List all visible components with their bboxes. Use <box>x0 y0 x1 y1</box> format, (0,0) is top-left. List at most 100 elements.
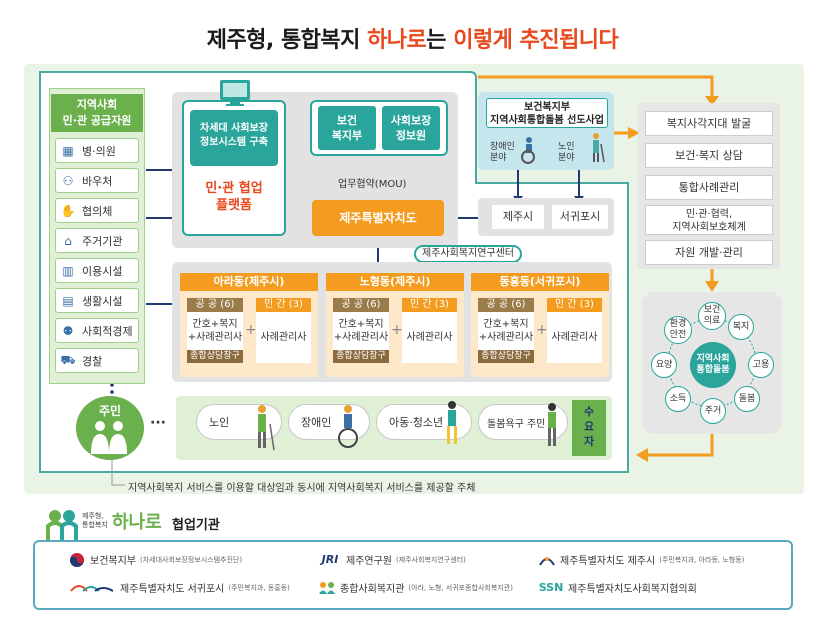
residents-ellipsis: ··· <box>150 415 166 431</box>
resident-person-icon <box>548 403 556 446</box>
police-car-icon: ⛟ <box>60 352 76 367</box>
welfare-center-logo-icon <box>318 581 336 595</box>
dong-nohyeong-plus: + <box>391 322 403 338</box>
brand-small-text: 제주형, 통합복지 <box>82 512 108 529</box>
province-box: 제주특별자치도 <box>312 200 444 236</box>
partner-name: 보건복지부 <box>90 556 136 567</box>
resource-police: ⛟경찰 <box>55 348 139 373</box>
research-center-badge: 제주사회복지연구센터 <box>414 245 522 263</box>
dong-ara-private-body: 사례관리사 <box>256 312 311 363</box>
demand-elderly: 노인 <box>196 404 282 440</box>
partner-note: (제주사회복지연구센터) <box>396 555 466 564</box>
dong-nohyeong-counter: 종합상담창구 <box>333 350 389 363</box>
partner-council: SSN 제주특별자치도사회복지협의회 <box>538 580 697 595</box>
dong-ara-private: 민 간 (3) <box>256 298 311 312</box>
dong-ara-public: 공 공 (6) <box>187 298 243 312</box>
service-case-management: 통합사례관리 <box>645 175 773 200</box>
house-icon: ⌂ <box>64 233 72 248</box>
partner-name: 제주특별자치도 서귀포시 <box>120 584 225 595</box>
dong-ara-plus: + <box>245 322 257 338</box>
care-node-income: 소득 <box>665 386 691 412</box>
demand-label-box: 수 요 자 <box>572 400 606 456</box>
resource-voucher: ⚇바우처 <box>55 168 139 193</box>
dong-donghong-public-body: 간호+복지 +사례관리사 <box>478 312 534 350</box>
care-node-housing: 주거 <box>700 398 726 424</box>
care-circle-center: 지역사회 통합돌봄 <box>690 342 736 388</box>
page-title: 제주형, 통합복지 하나로는 이렇게 추진됩니다 <box>0 22 825 54</box>
partner-seogwipo: 제주특별자치도 서귀포시(주민복지과, 동홍동) <box>68 580 290 595</box>
mou-label: 업무협약(MOU) <box>336 175 409 190</box>
residents-label: 주민 <box>98 404 122 418</box>
jeju-city-logo-icon <box>538 553 556 567</box>
ssn-logo: SSN <box>538 581 564 594</box>
partner-name: 제주연구원 <box>346 556 392 567</box>
seogwipo-city-box: 서귀포시 <box>552 205 608 229</box>
pilot-elderly: 노인 분야 <box>558 142 575 163</box>
wheelchair-icon <box>518 136 540 164</box>
care-node-safety: 환경 안전 <box>664 316 692 344</box>
brand-suffix: 협업기관 <box>172 518 220 533</box>
demand-label: 돌봄욕구 주민 <box>487 418 546 430</box>
dong-donghong-title: 동홍동(서귀포시) <box>471 273 609 291</box>
dong-ara-title: 아라동(제주시) <box>180 273 318 291</box>
service-protection: 민·관·협력, 지역사회보호체계 <box>645 205 773 235</box>
resource-panel-title: 지역사회 민·관 공급자원 <box>51 94 143 132</box>
care-node-care: 돌봄 <box>734 386 760 412</box>
resource-living: ▤생활시설 <box>55 288 139 313</box>
residents-caption: 지역사회복지 서비스를 이용할 대상임과 동시에 지역사회복지 서비스를 제공할… <box>128 483 476 494</box>
dong-nohyeong-private: 민 간 (3) <box>402 298 457 312</box>
next-gen-system: 차세대 사회보장 정보시스템 구축 <box>190 110 278 166</box>
jri-logo: JRI <box>321 553 339 566</box>
pilot-title: 보건복지부 지역사회통합돌봄 선도사업 <box>486 98 608 128</box>
partner-name: 종합사회복지관 <box>340 584 405 595</box>
partner-ministry: 보건복지부 (차세대사회보장정보시스템추진단) <box>68 552 242 567</box>
elderly-icon <box>584 132 608 164</box>
resource-label: 병·의원 <box>82 144 116 158</box>
partner-name: 제주특별자치도사회복지협의회 <box>568 584 697 595</box>
partner-note: (주민복지과, 동홍동) <box>228 583 290 592</box>
resource-label: 바우처 <box>82 174 113 188</box>
dong-donghong-counter: 종합상담창구 <box>478 350 534 363</box>
title-mid: 는 <box>426 28 454 53</box>
title-highlight-2: 이렇게 추진됩니다 <box>453 28 619 53</box>
residents-people-icon <box>91 421 127 454</box>
demand-label: 노인 <box>209 416 230 429</box>
partner-note: (차세대사회보장정보시스템추진단) <box>140 555 243 564</box>
resource-council: ✋ 협의체 <box>55 198 139 223</box>
jeju-city-box: 제주시 <box>492 205 544 229</box>
resource-housing: ⌂주거기관 <box>55 228 139 253</box>
partner-note: (주민복지과, 아라동, 노형동) <box>659 555 745 564</box>
wheelchair-person-icon <box>338 405 358 448</box>
dong-donghong-private: 민 간 (3) <box>547 298 602 312</box>
title-pre: 제주형, 통합복지 <box>206 28 368 53</box>
partner-name: 제주특별자치도 제주시 <box>560 556 656 567</box>
ministry-box: 보건 복지부 <box>318 106 376 150</box>
pilot-disabled: 장애인 분야 <box>490 142 515 163</box>
partner-jeju-city: 제주특별자치도 제주시(주민복지과, 아라동, 노형동) <box>538 552 744 567</box>
handshake-icon: ✋ <box>60 203 76 218</box>
info-service-box: 사회보장 정보원 <box>382 106 440 150</box>
korea-taeguk-icon <box>68 552 86 567</box>
partner-note: (아라, 노형, 서귀포종합사회복지관) <box>408 583 513 592</box>
service-consult: 보건·복지 상담 <box>645 143 773 168</box>
resource-facility: ▥이용시설 <box>55 258 139 283</box>
dong-donghong-public: 공 공 (6) <box>478 298 534 312</box>
computer-icon <box>216 78 256 108</box>
demand-label: 장애인 <box>301 416 332 429</box>
care-node-nursing: 요양 <box>651 352 677 378</box>
brand-logo-icon <box>44 506 80 542</box>
service-resource: 자원 개발·관리 <box>645 240 773 265</box>
brand-name: 하나로 <box>112 512 162 533</box>
dong-nohyeong-public: 공 공 (6) <box>333 298 389 312</box>
care-node-welfare: 복지 <box>728 314 754 340</box>
care-node-medical: 보건 의료 <box>698 302 726 330</box>
resource-label: 사회적경제 <box>82 324 133 338</box>
resource-label: 협의체 <box>82 204 113 218</box>
resource-hospital: ▦ 병·의원 <box>55 138 139 163</box>
elderly-person-icon <box>258 405 275 451</box>
building-icon: ▥ <box>62 263 74 278</box>
dong-donghong-plus: + <box>536 322 548 338</box>
dong-nohyeong-public-body: 간호+복지 +사례관리사 <box>333 312 389 350</box>
hospital-icon: ▦ <box>62 143 74 158</box>
users-icon: ⚉ <box>62 323 74 338</box>
